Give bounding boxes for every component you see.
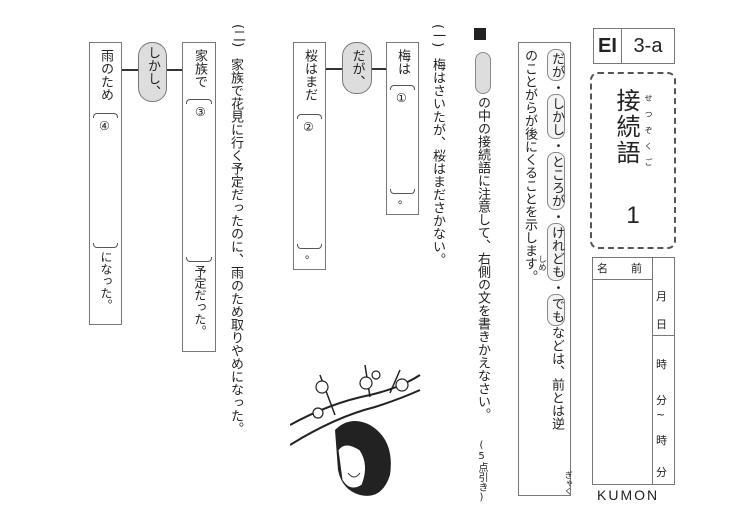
box-prefix: 雨のため xyxy=(98,49,113,101)
bracket xyxy=(93,243,118,248)
box-suffix: 予定だった。 xyxy=(193,265,207,337)
name-field[interactable] xyxy=(595,281,650,481)
blossom-icon xyxy=(312,370,409,419)
instruction-line1: だが・しかし・ところが・けれども・でもなどは、前とは逆 xyxy=(547,49,565,489)
separator: ・ xyxy=(549,281,564,294)
q1-answer-box-1: 梅は ① 。 xyxy=(386,42,419,215)
title-text: 接続語 xyxy=(612,88,640,166)
bracket xyxy=(297,114,322,119)
blank-number: ④ xyxy=(99,119,110,133)
instruction-box: だが・しかし・ところが・けれども・でもなどは、前とは逆 ぎゃく のことがらが後に… xyxy=(518,42,573,496)
q1-label: (一) xyxy=(430,24,445,48)
instruction-tail: などは、前とは逆 xyxy=(549,326,564,430)
box-suffix: になった。 xyxy=(99,251,113,311)
month-label: 月 xyxy=(656,290,667,303)
bracket xyxy=(390,85,415,90)
answer-field-2[interactable] xyxy=(296,118,323,246)
hour-label: 時 xyxy=(656,434,667,447)
q1-answer-box-2: 桜はまだ ② 。 xyxy=(293,42,326,270)
branch-icon xyxy=(290,389,421,446)
minute-label: 分 xyxy=(656,466,667,479)
box-prefix: 桜はまだ xyxy=(302,49,317,101)
minute-label: 分~ xyxy=(656,394,667,421)
arrow-left-icon xyxy=(324,68,342,70)
instruction-line2: のことがらが後にくることを示します。 xyxy=(522,49,537,283)
separator: ・ xyxy=(549,210,564,223)
arrow-right-icon xyxy=(165,69,182,71)
name-label: 名 前 xyxy=(593,258,653,280)
divider xyxy=(652,279,653,484)
name-date-box: 名 前 月 日 時 分~ 時 分 xyxy=(592,257,675,485)
title-number: 1 xyxy=(626,202,640,229)
q2-label: (二) xyxy=(230,24,245,48)
title-box: 接続語 せつぞくご 1 xyxy=(590,72,676,249)
box-suffix: 。 xyxy=(305,248,316,261)
q2-connector: しかし、 xyxy=(138,42,167,102)
hour-label: 時 xyxy=(656,358,667,371)
q2-answer-box-4: 雨のため ④ になった。 xyxy=(89,42,122,325)
ruby: ぎゃく xyxy=(564,471,573,495)
separator: ・ xyxy=(549,81,564,94)
arrow-left-icon xyxy=(120,69,138,71)
q2-answer-box-3: 家族で ③ 予定だった。 xyxy=(182,42,216,352)
conjunction-tag: でも xyxy=(547,294,565,326)
square-bullet-icon xyxy=(474,28,486,40)
ruby: しめ xyxy=(538,255,547,271)
q1-connector: だが、 xyxy=(342,42,372,94)
worksheet-code: EI 3-a xyxy=(593,28,675,64)
conjunction-tag: だが xyxy=(547,49,565,81)
q1-sentence: 梅はさいたが、桜はまださかない。 xyxy=(430,58,445,266)
box-prefix: 梅は xyxy=(395,49,410,75)
blank-number: ① xyxy=(396,91,407,105)
task-text: の中の接続語に注意して、右側の文を書きかえなさい。 xyxy=(475,96,490,421)
kumon-logo: KUMON xyxy=(597,487,660,503)
answer-field-1[interactable] xyxy=(389,89,416,191)
boy-face-icon xyxy=(337,444,366,489)
blank-number: ③ xyxy=(195,105,206,119)
divider xyxy=(653,335,674,336)
answer-field-3[interactable] xyxy=(185,103,213,259)
page-label: 3-a xyxy=(633,34,663,57)
blank-pill-icon xyxy=(475,52,491,94)
blank-number: ② xyxy=(303,120,314,134)
box-suffix: 。 xyxy=(398,193,409,206)
level-label: EI xyxy=(594,29,622,63)
plum-blossom-boy-illustration xyxy=(290,364,421,496)
bracket xyxy=(390,189,415,194)
answer-field-4[interactable] xyxy=(92,117,119,245)
arrow-right-icon xyxy=(371,68,386,70)
separator: ・ xyxy=(549,139,564,152)
title-ruby: せつぞくご xyxy=(644,94,653,174)
points-label: (5点引き) xyxy=(476,440,487,503)
bracket xyxy=(186,99,212,104)
bracket xyxy=(297,244,322,249)
conjunction-tag: しかし xyxy=(547,94,565,139)
day-label: 日 xyxy=(656,318,667,331)
conjunction-tag: ところが xyxy=(547,152,565,210)
q2-sentence: 家族で花見に行く予定だったのに、雨のため取りやめになった。 xyxy=(228,58,243,435)
conjunction-tag: けれども xyxy=(547,223,565,281)
box-prefix: 家族で xyxy=(192,49,207,88)
bracket xyxy=(186,257,212,262)
bracket xyxy=(93,113,118,118)
